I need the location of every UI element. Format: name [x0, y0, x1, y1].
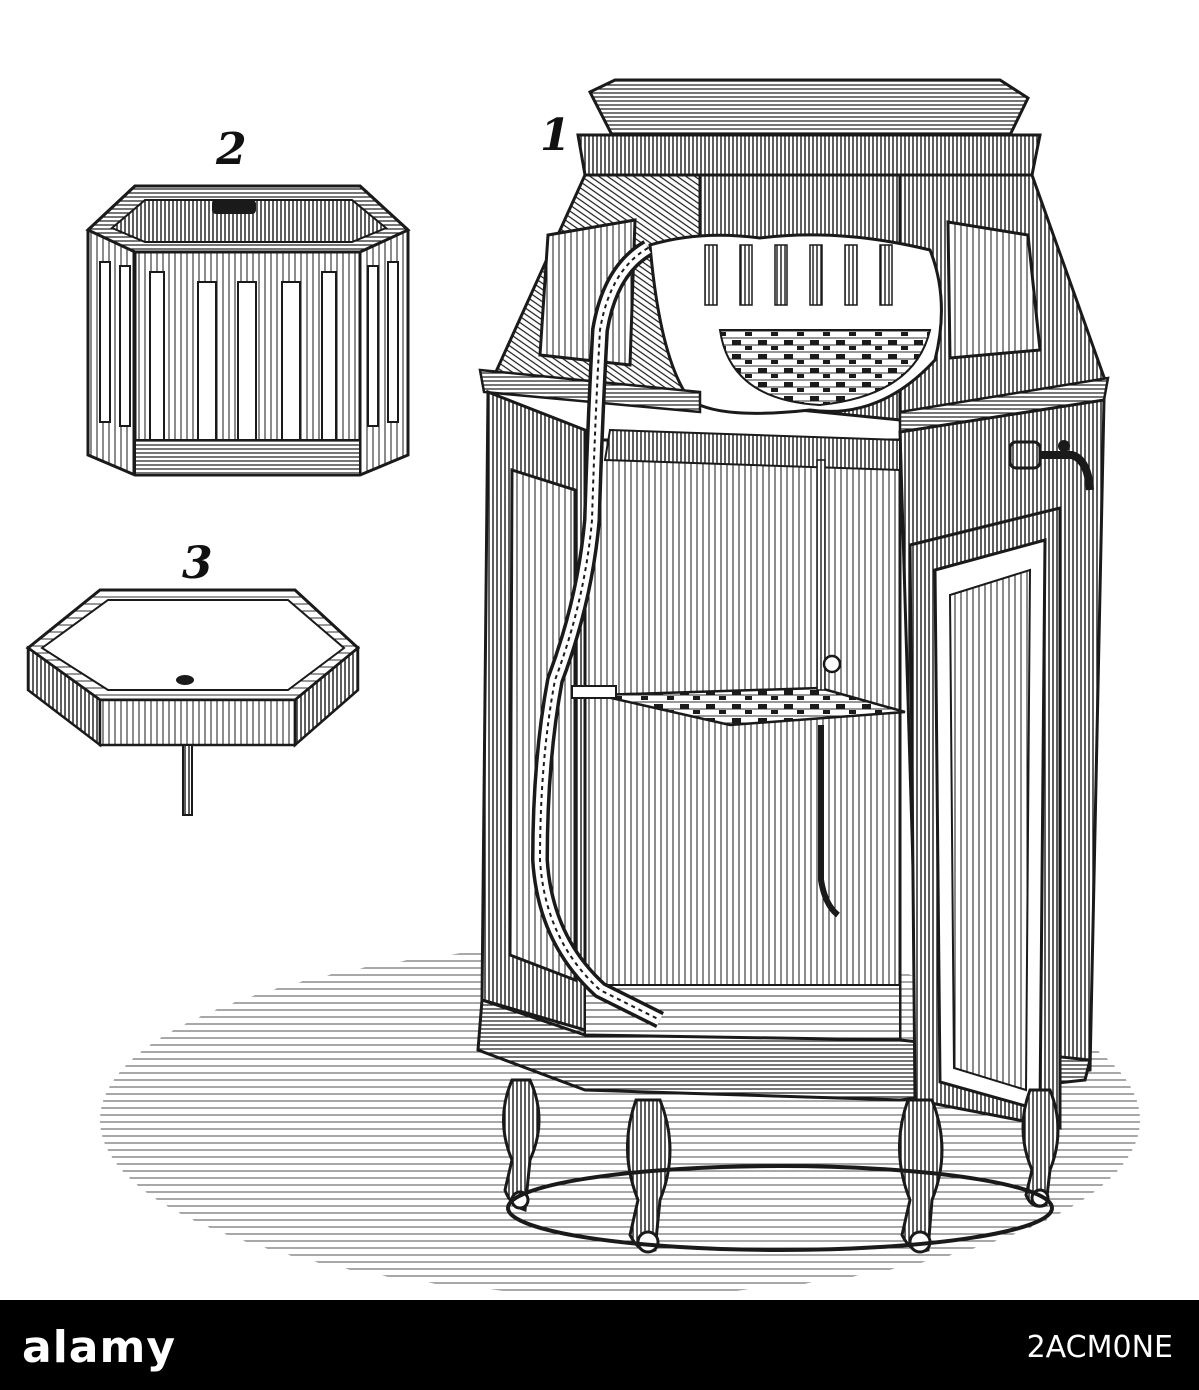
image-code: 2ACM0NE	[1026, 1330, 1173, 1365]
figure-label-2: 2	[216, 124, 247, 175]
figure-label-3: 3	[182, 538, 213, 589]
figure-1-cabinet	[476, 78, 1110, 1254]
figure-label-1: 1	[540, 110, 571, 161]
stock-logo: alamy	[22, 1322, 176, 1373]
figure-3-tray	[25, 588, 361, 816]
engraving-illustration	[25, 78, 1140, 1295]
figure-2-basket	[85, 184, 411, 477]
stock-watermark-bar: alamy 2ACM0NE	[0, 1300, 1199, 1390]
